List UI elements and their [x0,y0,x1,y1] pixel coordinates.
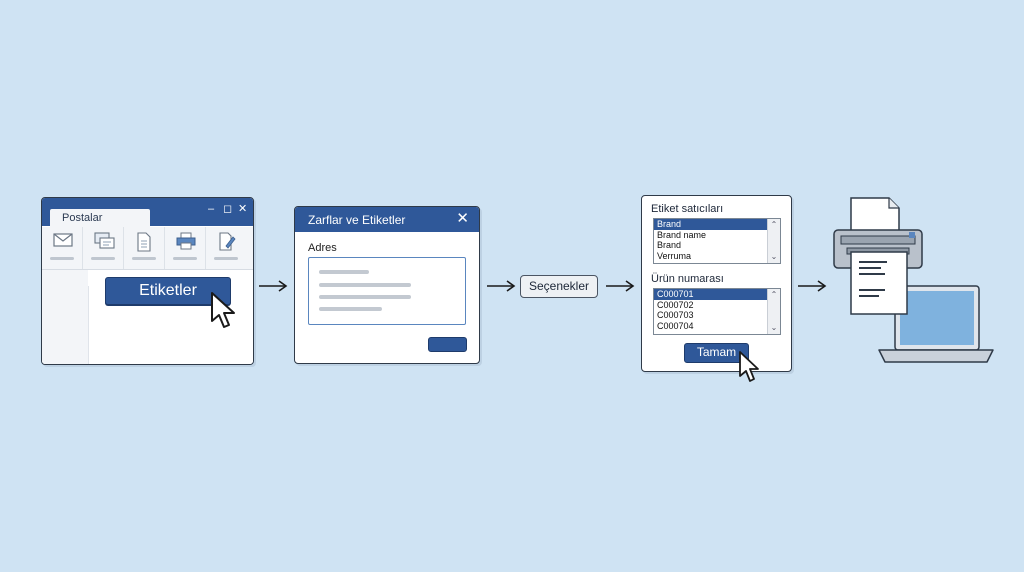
laptop-icon [878,285,994,363]
label-options-dialog: Etiket satıcıları Brand Brand name Brand… [641,195,792,372]
dialog-title: Zarflar ve Etiketler [308,213,406,227]
text-line [319,270,369,274]
address-textarea[interactable] [308,257,466,325]
dialog-ok-button[interactable] [428,337,467,352]
options-button[interactable]: Seçenekler [520,275,598,298]
list-item[interactable]: C000702 [657,299,694,310]
mouse-cursor-icon [211,292,235,328]
document-margin [42,270,88,364]
envelopes-icon [94,232,115,249]
ribbon-mail-button[interactable] [42,227,83,269]
mouse-cursor-icon [739,351,759,382]
text-line [319,307,382,311]
arrow-right-icon [606,280,635,292]
arrow-right-icon [487,280,516,292]
title-bar: Postalar – ◻ ✕ [42,198,253,227]
printer-laptop-illustration [833,197,994,363]
arrow-right-icon [259,280,288,292]
dialog-title-bar: Zarflar ve Etiketler ✕ [295,207,479,232]
product-number-label: Ürün numarası [651,273,724,285]
ribbon-print-button[interactable] [165,227,206,269]
printer-icon [176,232,196,250]
chevron-up-icon[interactable]: ⌃ [770,290,778,299]
ribbon [42,227,253,270]
minimize-icon[interactable]: – [208,203,215,215]
envelopes-labels-dialog: Zarflar ve Etiketler ✕ Adres [294,206,480,364]
list-item[interactable]: Brand [657,240,682,250]
text-line [319,283,411,287]
document-icon [137,232,151,252]
close-icon[interactable]: ✕ [456,210,469,227]
text-line [319,295,411,299]
labels-button[interactable]: Etiketler [105,277,231,305]
ok-button[interactable]: Tamam [684,343,749,363]
label-vendors-list[interactable]: Brand Brand name Brand Verruma ⌃ ⌄ [653,218,781,264]
list-item[interactable]: Brand [654,219,780,230]
ribbon-document-button[interactable] [124,227,165,269]
edit-document-icon [219,232,236,251]
chevron-down-icon[interactable]: ⌄ [770,323,778,332]
tab-postalar[interactable]: Postalar [50,209,150,227]
ribbon-edit-button[interactable] [206,227,246,269]
mail-icon [53,233,73,247]
list-item[interactable]: Brand name [657,229,707,240]
label-vendors-label: Etiket satıcıları [651,203,724,215]
printer-icon [833,197,923,315]
product-number-list[interactable]: C000701 C000702 C000703 C000704 ⌃ ⌄ [653,288,781,335]
list-item[interactable]: C000704 [657,320,694,331]
address-label: Adres [308,242,337,254]
close-icon[interactable]: ✕ [238,203,248,215]
list-item[interactable]: C000701 [654,289,780,300]
chevron-down-icon[interactable]: ⌄ [770,252,778,261]
list-item[interactable]: Verruma [657,250,692,261]
ribbon-envelopes-button[interactable] [83,227,124,269]
scrollbar[interactable]: ⌃ ⌄ [767,289,780,334]
list-item[interactable]: C000703 [657,310,694,320]
chevron-up-icon[interactable]: ⌃ [770,220,778,229]
maximize-icon[interactable]: ◻ [223,203,233,215]
arrow-right-icon [798,280,827,292]
scrollbar[interactable]: ⌃ ⌄ [767,219,780,263]
